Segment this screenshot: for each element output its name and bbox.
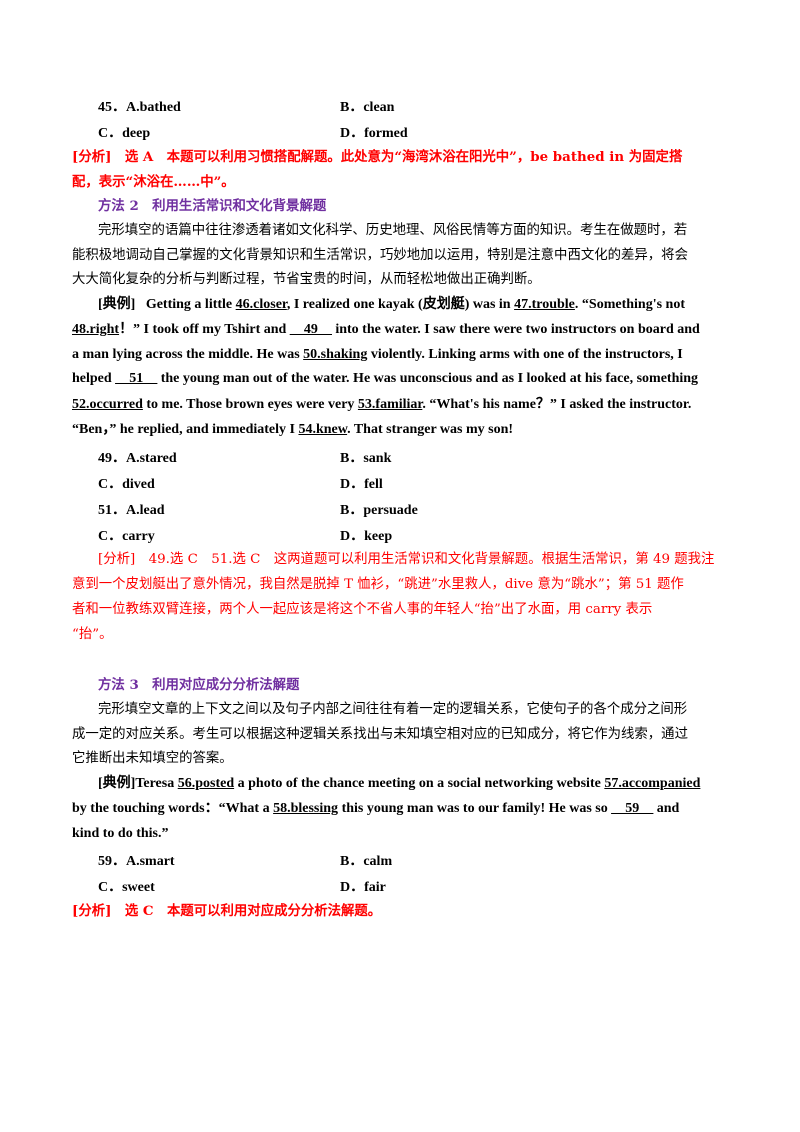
option-59-b: B．calm xyxy=(340,854,393,869)
option-45-c: C．deep xyxy=(98,126,151,141)
analysis-45-line1: [分析] 选 A 本题可以利用习惯搭配解题。此处意为“海湾沐浴在阳光中”，be … xyxy=(72,149,683,165)
example3-line3: kind to do this.” xyxy=(72,826,169,841)
example-label: [典例] xyxy=(98,297,136,312)
example2-line1: [典例] Getting a little 46.closer, I reali… xyxy=(98,297,685,312)
option-45-d: D．formed xyxy=(340,126,408,141)
option-59-c: C．sweet xyxy=(98,880,155,895)
method2-para-line1: 完形填空的语篇中往往渗透着诸如文化科学、历史地理、风俗民情等方面的知识。考生在做… xyxy=(98,223,688,238)
option-49-b: B．sank xyxy=(340,451,392,466)
analysis-49-51-line4: “抬”。 xyxy=(72,627,113,642)
option-51-b: B．persuade xyxy=(340,503,418,518)
answer-56: 56.posted xyxy=(177,776,235,791)
answer-54: 54.knew xyxy=(298,422,348,437)
answer-57: 57.accompanied xyxy=(604,776,701,791)
option-49-a: 49．A.stared xyxy=(98,451,177,466)
option-59-a: 59．A.smart xyxy=(98,854,175,869)
answer-53: 53.familiar xyxy=(357,397,423,412)
method3-para-line3: 它推断出未知填空的答案。 xyxy=(72,751,233,766)
blank-51: __51__ xyxy=(115,371,158,386)
answer-52: 52.occurred xyxy=(72,397,143,412)
option-45-b: B．clean xyxy=(340,100,395,115)
blank-59: __59__ xyxy=(611,801,654,816)
blank-49: __49__ xyxy=(289,322,332,337)
option-59-d: D．fair xyxy=(340,880,386,895)
answer-50: 50.shaking xyxy=(303,347,368,362)
analysis-59: [分析] 选 C 本题可以利用对应成分分析法解题。 xyxy=(72,903,382,919)
analysis-49-51-line3: 者和一位教练双臂连接，两个人一起应该是将这个不省人事的年轻人“抬”出了水面，用 … xyxy=(72,602,653,617)
option-51-c: C．carry xyxy=(98,529,155,544)
method2-para-line2: 能积极地调动自己掌握的文化背景知识和生活常识，巧妙地加以运用，特别是注意中西文化… xyxy=(72,248,688,263)
answer-47: 47.trouble xyxy=(514,297,575,312)
example2-line6: “Ben，” he replied, and immediately I 54.… xyxy=(72,422,514,437)
example3-line1: [典例]Teresa 56.posted a photo of the chan… xyxy=(98,776,701,791)
example2-line5: 52.occurred to me. Those brown eyes were… xyxy=(72,397,692,412)
option-51-d: D．keep xyxy=(340,529,393,544)
option-49-c: C．dived xyxy=(98,477,155,492)
method3-heading: 方法 3 利用对应成分分析法解题 xyxy=(98,677,300,693)
analysis-49-51-line2: 意到一个皮划艇出了意外情况，我自然是脱掉 T 恤衫，“跳进”水里救人，dive … xyxy=(72,577,684,592)
answer-58: 58.blessing xyxy=(273,801,339,816)
method3-para-line2: 成一定的对应关系。考生可以根据这种逻辑关系找出与未知填空相对应的已知成分，将它作… xyxy=(72,727,688,742)
example2-line4: helped __51__ the young man out of the w… xyxy=(72,371,699,386)
method2-heading: 方法 2 利用生活常识和文化背景解题 xyxy=(98,198,327,214)
answer-46: 46.closer xyxy=(235,297,287,312)
option-45-a: 45．A.bathed xyxy=(98,100,181,115)
example2-line3: a man lying across the middle. He was 50… xyxy=(72,347,683,362)
example3-line2: by the touching words：“What a 58.blessin… xyxy=(72,801,680,816)
option-51-a: 51．A.lead xyxy=(98,503,165,518)
method3-para-line1: 完形填空文章的上下文之间以及句子内部之间往往有着一定的逻辑关系，它使句子的各个成… xyxy=(98,702,688,717)
answer-48: 48.right xyxy=(72,322,120,337)
method2-para-line3: 大大简化复杂的分析与判断过程，节省宝贵的时间，从而轻松地做出正确判断。 xyxy=(72,272,541,287)
analysis-45-line2: 配，表示“沐浴在……中”。 xyxy=(72,174,235,190)
option-49-d: D．fell xyxy=(340,477,383,492)
analysis-49-51-line1: [分析] 49.选 C 51.选 C 这两道题可以利用生活常识和文化背景解题。根… xyxy=(98,552,715,567)
example2-line2: 48.right！” I took off my Tshirt and __49… xyxy=(72,322,700,337)
